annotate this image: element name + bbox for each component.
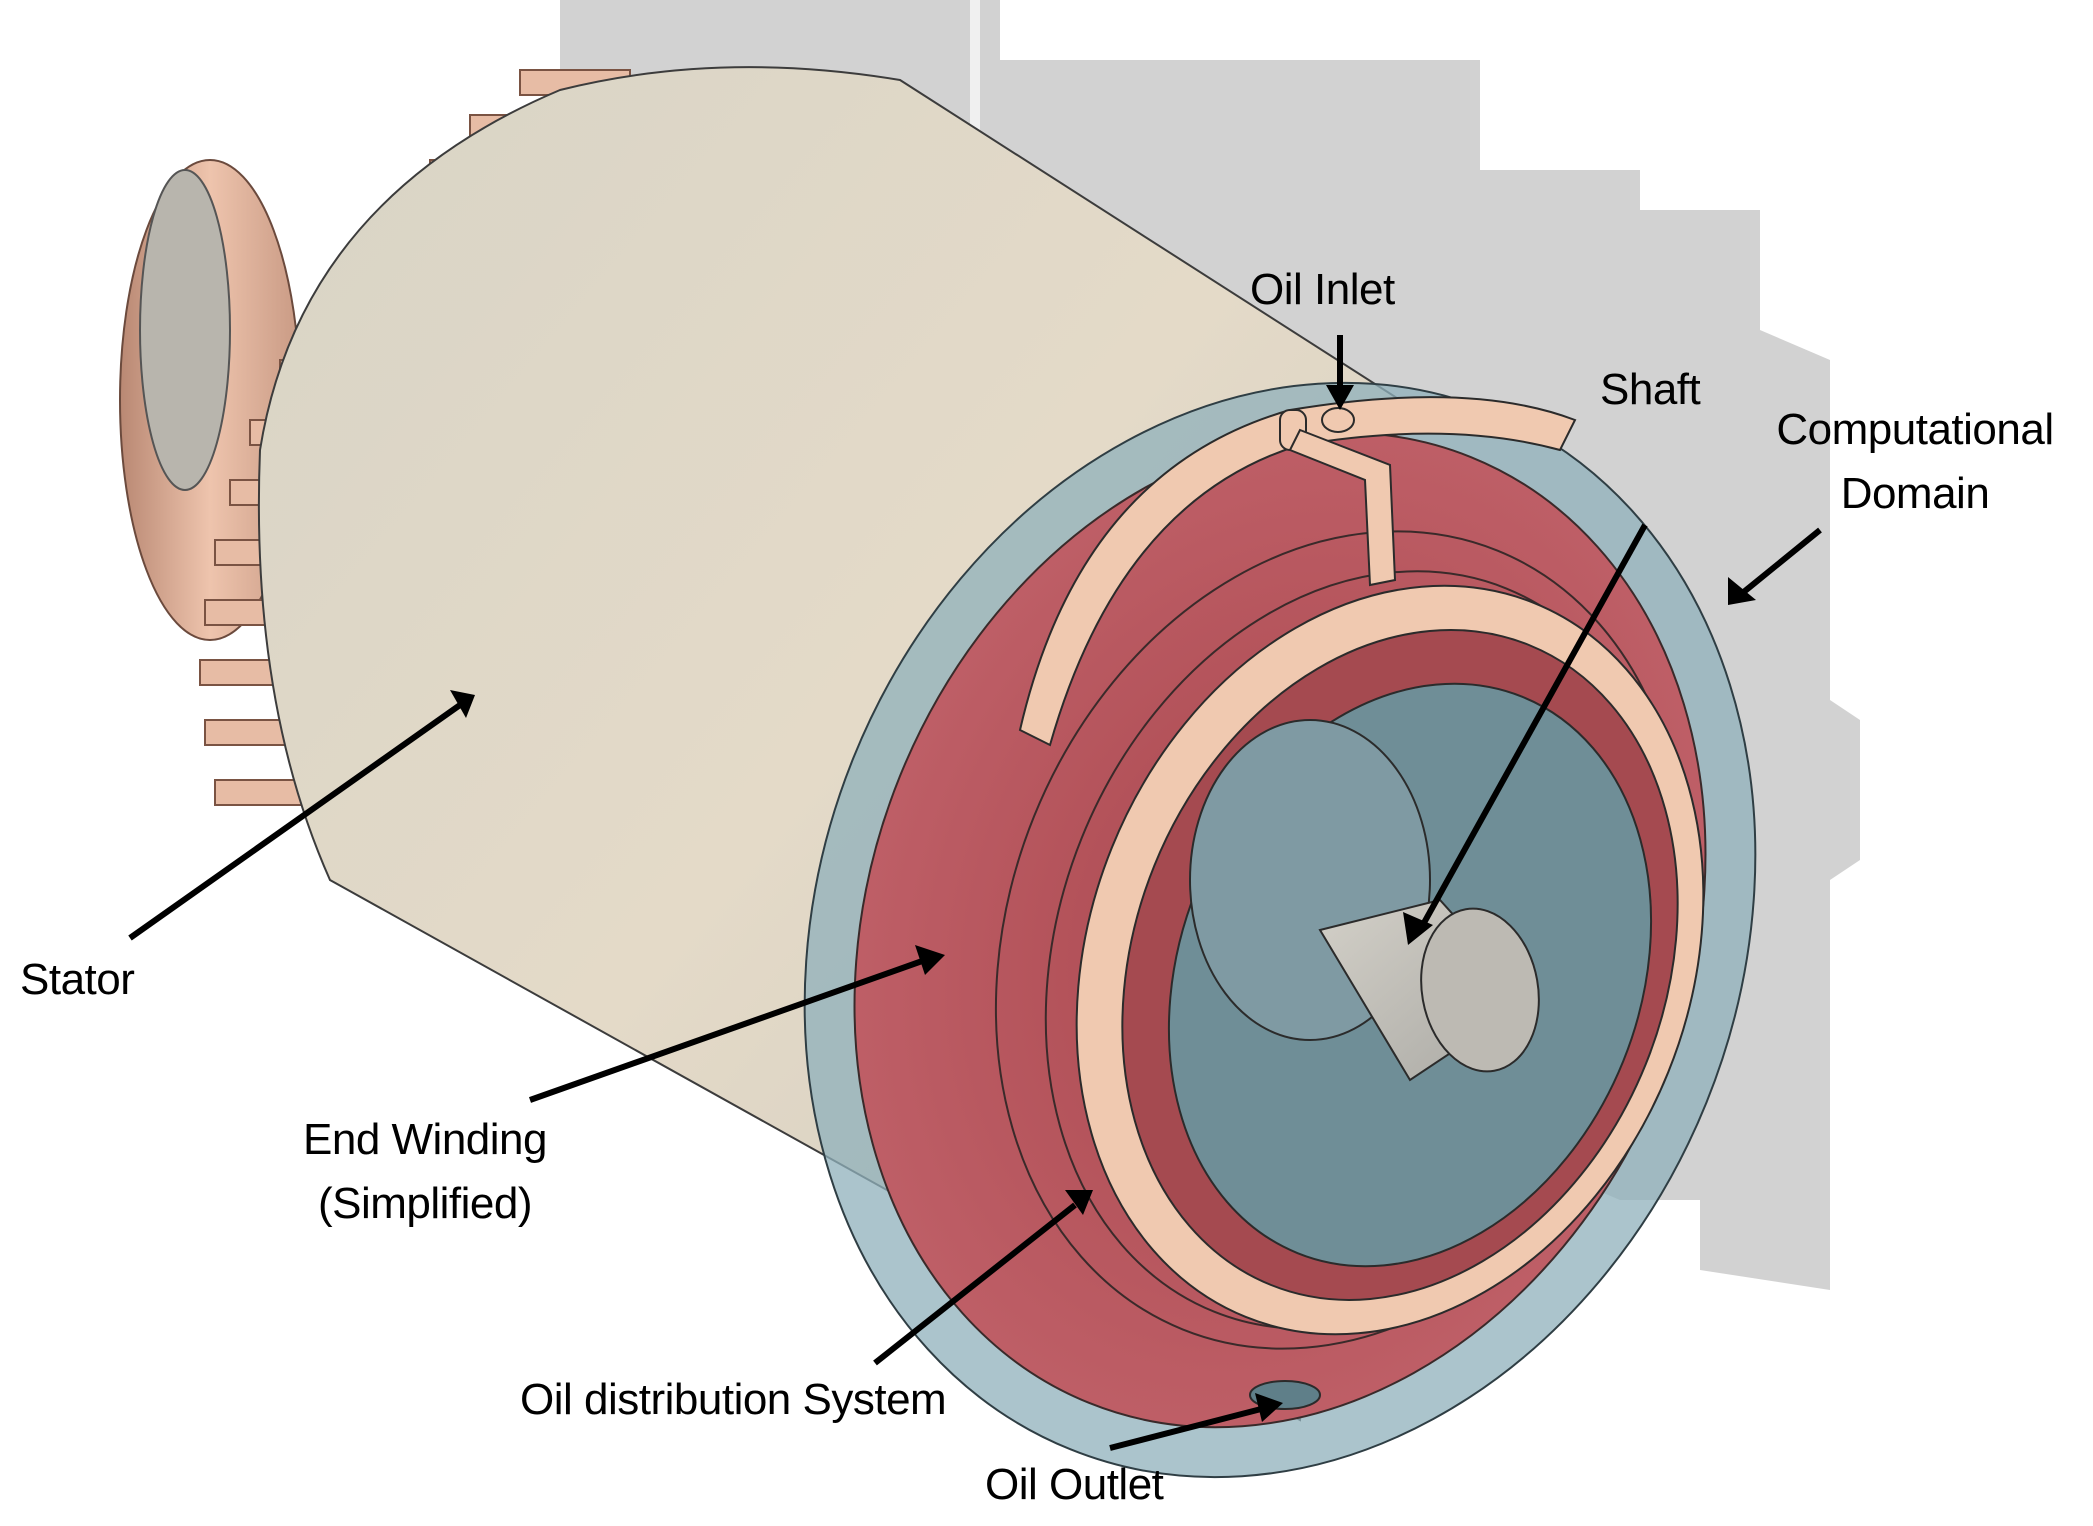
arrow-computational-domain	[1738, 527, 1822, 598]
arrowhead-oil-inlet	[1326, 385, 1354, 410]
oil-inlet-pipe	[1279, 407, 1397, 587]
arrowhead-stator	[450, 690, 475, 718]
label-computational-domain: Computational Domain	[1740, 400, 2090, 524]
arrowhead-end-winding	[915, 945, 945, 975]
arrowhead-oil-outlet	[1255, 1393, 1283, 1422]
arrow-stator	[128, 702, 462, 941]
arrowhead-oil-distribution	[1065, 1190, 1093, 1215]
label-end-winding: End Winding (Simplified)	[250, 1110, 600, 1234]
label-computational-domain-line2: Domain	[1840, 469, 1990, 518]
arrow-oil-distribution	[873, 1202, 1077, 1366]
label-shaft: Shaft	[1600, 365, 1701, 414]
label-oil-distribution-system: Oil distribution System	[520, 1375, 947, 1424]
arrowhead-computational-domain	[1728, 577, 1756, 605]
label-stator: Stator	[20, 955, 135, 1004]
label-computational-domain-line1: Computational	[1776, 405, 2054, 454]
arrow-end-winding	[528, 957, 927, 1103]
shaft	[1189, 719, 1540, 1082]
arrow-shaft	[1417, 523, 1648, 932]
label-oil-outlet: Oil Outlet	[985, 1460, 1164, 1509]
label-oil-inlet: Oil Inlet	[1250, 265, 1395, 314]
arrow-oil-outlet	[1109, 1405, 1266, 1451]
annotation-arrows	[128, 335, 1822, 1451]
label-end-winding-line1: End Winding	[303, 1115, 547, 1164]
arrowhead-shaft	[1403, 912, 1433, 945]
label-end-winding-line2: (Simplified)	[317, 1179, 533, 1228]
